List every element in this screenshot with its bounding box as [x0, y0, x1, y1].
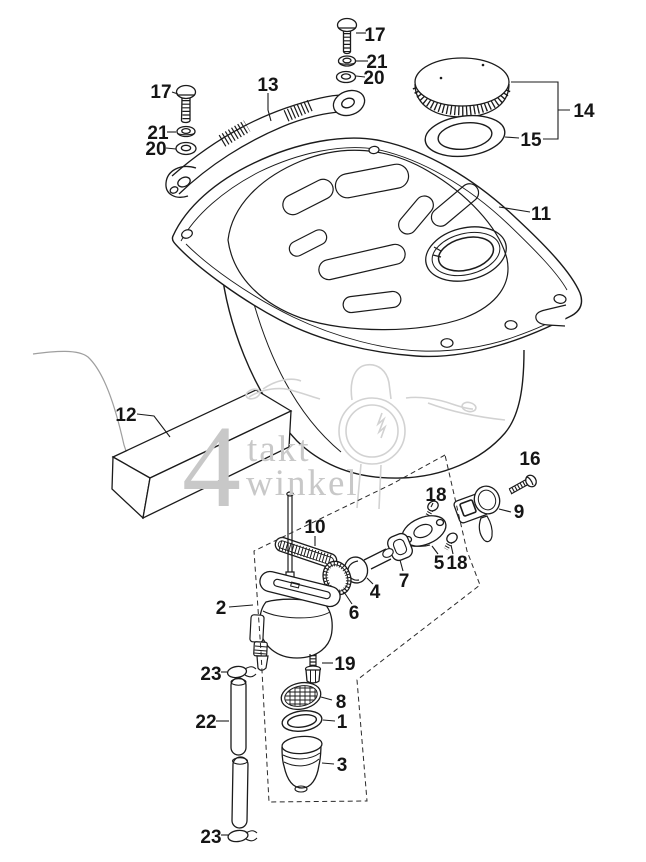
part-label-13: 13 — [257, 75, 278, 96]
handlebar-left — [248, 387, 321, 400]
part-label-10: 10 — [304, 517, 325, 538]
part-labels: 17 21 20 13 17 21 20 14 15 11 12 16 18 9… — [115, 25, 595, 848]
strainer-screen-8 — [280, 681, 322, 711]
watermark-numeral: 4 — [182, 401, 241, 532]
part-label-1: 1 — [337, 712, 348, 733]
washer-20-right — [335, 70, 357, 84]
fuel-tube-22 — [230, 677, 249, 829]
headlight-scribble — [376, 412, 387, 439]
bracket-sleeve-hatch-2 — [283, 99, 314, 122]
part-label-8: 8 — [336, 692, 347, 713]
bracket-13 — [165, 89, 366, 198]
drain-bolt-19 — [304, 654, 322, 684]
part-label-7: 7 — [399, 571, 410, 592]
part-label-19: 19 — [334, 654, 355, 675]
tube-clip-23-bottom — [227, 829, 258, 843]
o-ring-1 — [281, 710, 323, 732]
tank-filler-neck — [425, 226, 507, 282]
screw-16 — [508, 474, 537, 495]
part-label-16: 16 — [519, 449, 540, 470]
headlight-outer — [338, 397, 406, 465]
part-label-14: 14 — [573, 101, 595, 122]
watermark-word-bottom: winkel — [246, 463, 359, 504]
part-label-4: 4 — [370, 582, 381, 603]
screw-18-lower — [443, 532, 458, 551]
assembly-boundary-dashed — [253, 454, 481, 803]
tank-top-panel — [227, 149, 509, 331]
part-label-18-lower: 18 — [446, 553, 467, 574]
brake-lever-right — [427, 402, 506, 421]
watermark-cable-sketch — [32, 350, 132, 467]
part-label-20-left: 20 — [145, 139, 166, 160]
tube-clip-23-top — [226, 665, 257, 679]
cock-lever-9 — [453, 485, 501, 543]
part-label-23-bottom: 23 — [200, 827, 221, 848]
watermark-word-top: takt — [247, 429, 310, 470]
headlight-bucket — [350, 363, 392, 401]
lever-blade — [478, 515, 493, 543]
fuel-cock-body-2 — [249, 570, 341, 671]
bracket-sleeve-hatch-1 — [218, 120, 251, 147]
part-label-22: 22 — [195, 712, 216, 733]
part-label-15: 15 — [520, 130, 542, 151]
tank-flange-notch — [535, 304, 567, 327]
part-label-18-upper: 18 — [425, 485, 446, 506]
tank-bowl-outline — [220, 265, 525, 479]
part-label-17-top: 17 — [364, 25, 385, 46]
leader-lines — [136, 32, 570, 836]
cap-gasket-15 — [424, 114, 506, 158]
part-label-12: 12 — [115, 405, 136, 426]
front-fork — [356, 463, 382, 510]
washer-21-left — [176, 125, 196, 138]
part-label-21-left: 21 — [147, 123, 169, 144]
part-label-2: 2 — [216, 598, 227, 619]
tank-mount-holes — [181, 145, 567, 348]
part-label-23-top: 23 — [200, 664, 221, 685]
washer-20-left — [175, 141, 197, 156]
strainer-mesh-hatch — [278, 540, 334, 565]
brake-lever-left — [262, 378, 302, 390]
tank-bowl-crease — [253, 303, 342, 453]
watermark: 4 takt winkel — [182, 363, 506, 532]
screw-18-upper — [424, 500, 439, 519]
moped-sketch — [245, 363, 506, 510]
fuel-tank-11 — [171, 137, 583, 479]
cushion-block-12 — [111, 389, 293, 520]
tank-flange-inner-rim-bottom — [185, 243, 565, 352]
tank-panel-grooves — [282, 163, 480, 314]
handlebar-right — [405, 396, 474, 410]
strainer-cup-3 — [281, 735, 323, 793]
part-label-3: 3 — [337, 755, 348, 776]
washer-21-right — [337, 55, 357, 67]
part-label-17-left: 17 — [150, 82, 171, 103]
bolt-17-right — [336, 17, 358, 55]
part-label-11: 11 — [531, 204, 552, 225]
part-label-5: 5 — [434, 553, 445, 574]
fuel-cap-14 — [412, 57, 512, 118]
cock-plate-slot — [273, 578, 331, 600]
tank-flange — [171, 137, 583, 358]
part-label-21-top: 21 — [366, 52, 388, 73]
part-label-6: 6 — [349, 603, 360, 624]
headlight-inner — [345, 404, 399, 458]
bolt-17-left — [175, 84, 197, 124]
part-label-20-top: 20 — [363, 68, 384, 89]
part-label-9: 9 — [514, 502, 525, 523]
